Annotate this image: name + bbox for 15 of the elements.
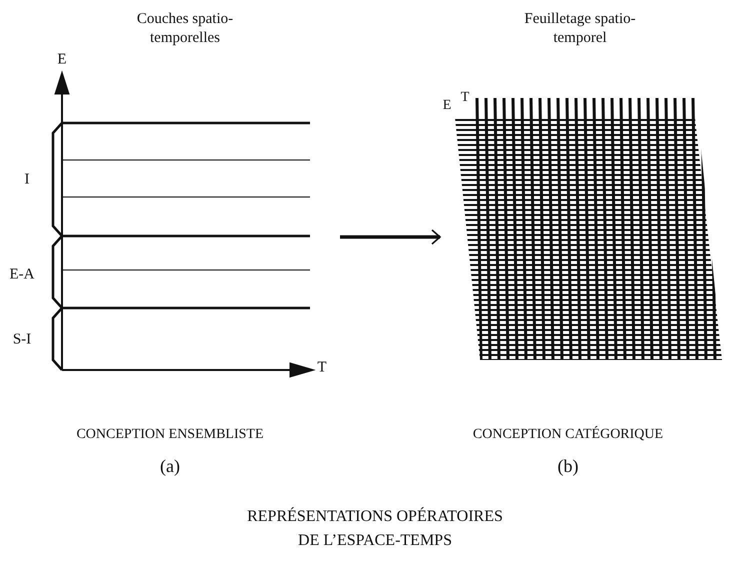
layer-label: S-I: [12, 332, 32, 348]
panel-heading: Couches spatio-temporelles: [136, 10, 234, 48]
layer-label: I: [24, 172, 30, 188]
figure-caption: REPRÉSENTATIONS OPÉRATOIRES DE L’ESPACE-TEMPS: [246, 506, 504, 551]
panel-title: CONCEPTION CATÉGORIQUE: [472, 428, 664, 442]
panel-letter: (b): [558, 457, 578, 475]
axis-label: E: [442, 99, 452, 113]
axis-label: T: [460, 91, 470, 105]
layer-label: E-A: [10, 268, 34, 282]
panel-title: CONCEPTION ENSEMBLISTE: [76, 428, 264, 442]
arrow: [340, 229, 441, 245]
panel-letter: (a): [160, 457, 180, 475]
axis-label: E: [57, 52, 67, 68]
panel-heading: Feuilletage spatio-temporel: [523, 10, 637, 48]
axis-label: T: [317, 360, 327, 376]
